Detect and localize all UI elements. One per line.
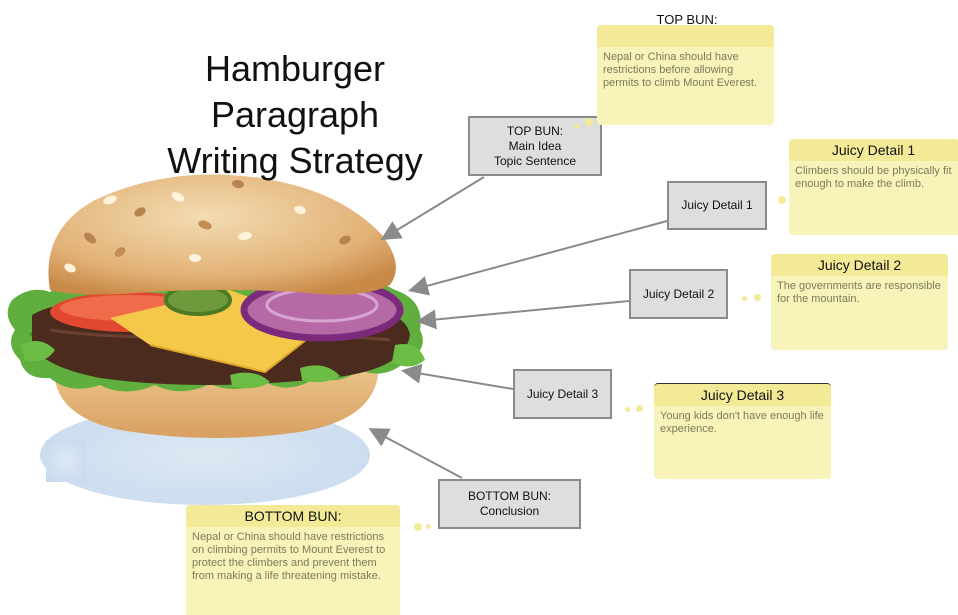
detail2-box-label: Juicy Detail 2 <box>642 286 715 301</box>
detail1-note-header: Juicy Detail 1 <box>789 139 958 161</box>
detail1-box[interactable]: Juicy Detail 1 <box>667 181 767 230</box>
top-bun-box-line-1: TOP BUN: <box>506 123 564 138</box>
bottom-bun-box-line-1: BOTTOM BUN: <box>467 489 552 503</box>
title-line-1: Hamburger <box>204 48 386 89</box>
arrow-detail1 <box>408 220 668 296</box>
detail2-box[interactable]: Juicy Detail 2 <box>629 269 728 319</box>
top-bun-note-text: Nepal or China should have restrictions … <box>603 51 758 89</box>
detail3-box[interactable]: Juicy Detail 3 <box>513 369 612 419</box>
detail2-note-dot <box>742 296 747 301</box>
title-line-2: Paragraph <box>210 94 380 135</box>
top-bun-note-header: TOP BUN: <box>656 12 718 27</box>
detail1-note[interactable]: Juicy Detail 1 Climbers should be physic… <box>789 139 958 235</box>
bottom-bun-note[interactable]: BOTTOM BUN: Nepal or China should have r… <box>186 505 400 615</box>
detail3-note-dot <box>636 405 643 412</box>
bottom-bun-note-dot <box>414 523 422 531</box>
bottom-bun-note-header: BOTTOM BUN: <box>186 505 400 527</box>
detail2-note-text: The governments are responsible for the … <box>777 280 941 305</box>
top-bun-box-line-3: Topic Sentence <box>493 153 577 168</box>
detail3-box-label: Juicy Detail 3 <box>526 386 599 401</box>
detail3-note-text: Young kids don't have enough life experi… <box>660 410 824 435</box>
title-line-3: Writing Strategy <box>167 140 423 181</box>
bottom-bun-note-text: Nepal or China should have restrictions … <box>192 531 386 582</box>
detail2-note-dot <box>754 294 761 301</box>
detail2-note-header: Juicy Detail 2 <box>771 254 948 276</box>
top-bun-note-dot <box>585 118 593 126</box>
bottom-bun-box[interactable]: BOTTOM BUN: Conclusion <box>438 479 581 529</box>
top-bun-note-dot <box>574 124 579 129</box>
detail1-note-text: Climbers should be physically fit enough… <box>795 165 952 190</box>
arrow-detail2 <box>416 300 630 330</box>
detail3-note[interactable]: Juicy Detail 3 Young kids don't have eno… <box>654 383 831 479</box>
detail1-box-label: Juicy Detail 1 <box>681 198 753 212</box>
bottom-bun-box-line-2: Conclusion <box>479 504 540 518</box>
arrow-detail3 <box>401 363 514 390</box>
top-bun-note[interactable]: Nepal or China should have restrictions … <box>597 25 774 125</box>
arrow-bottom-bun <box>368 428 463 479</box>
detail3-note-dot <box>625 407 630 412</box>
top-bun-box[interactable]: TOP BUN: Main Idea Topic Sentence <box>468 116 602 176</box>
bottom-bun-note-dot <box>426 524 431 529</box>
top-bun <box>48 174 396 295</box>
detail1-note-dot <box>778 196 786 204</box>
page-title: Hamburger Paragraph Writing Strategy <box>150 46 440 184</box>
top-bun-box-line-2: Main Idea <box>508 138 562 153</box>
detail2-note[interactable]: Juicy Detail 2 The governments are respo… <box>771 254 948 350</box>
arrow-top-bun <box>380 176 485 241</box>
detail3-note-header: Juicy Detail 3 <box>654 383 831 406</box>
top-bun-note-strip <box>597 25 774 47</box>
